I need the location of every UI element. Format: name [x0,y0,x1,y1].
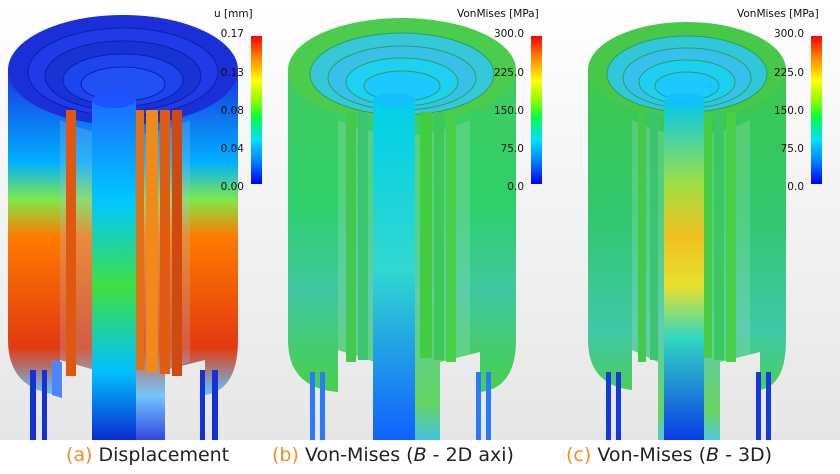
tick-label: 0.0 [787,181,804,193]
tick-label: 0.17 [220,28,244,40]
vonmises-3d-render [560,0,840,440]
tick-label: 300.0 [493,28,524,40]
caption-a: (a) Displacement [66,444,229,466]
tick-label: 150.0 [493,105,524,117]
caption-tag: (b) [272,444,299,466]
colorbar [251,36,262,184]
legend-title: VonMises [MPa] [737,8,819,20]
caption-text-post: - 2D axi) [426,444,514,466]
legend-title: VonMises [MPa] [457,8,539,20]
legend-title: u [mm] [214,8,253,20]
caption-tag: (a) [66,444,93,466]
caption-c: (c) Von-Mises (B - 3D) [566,444,772,466]
caption-text: Displacement [98,444,230,466]
tick-label: 300.0 [773,28,804,40]
caption-text-pre: Von-Mises ( [304,444,414,466]
vonmises-2d-render [280,0,560,440]
caption-text-post: - 3D) [719,444,773,466]
tick-label: 150.0 [773,105,804,117]
caption-variable: B [413,444,427,466]
tick-label: 0.0 [507,181,524,193]
tick-label: 75.0 [500,143,524,155]
panel-vonmises-3d: VonMises [MPa] 300.0 225.0 150.0 75.0 0.… [560,0,840,440]
panel-displacement: u [mm] 0.17 0.13 0.08 0.04 0.00 [0,0,280,440]
displacement-render [0,0,280,440]
tick-label: 225.0 [773,67,804,79]
caption-b: (b) Von-Mises (B - 2D axi) [272,444,514,466]
tick-label: 0.00 [220,181,244,193]
colorbar [811,36,822,184]
tick-label: 0.04 [220,143,244,155]
panel-vonmises-2d-axi: VonMises [MPa] 300.0 225.0 150.0 75.0 0.… [280,0,560,440]
tick-label: 0.13 [220,67,244,79]
colorbar [531,36,542,184]
caption-tag: (c) [566,444,592,466]
caption-text-pre: Von-Mises ( [597,444,706,466]
tick-label: 0.08 [220,105,244,117]
tick-label: 75.0 [780,143,804,155]
caption-variable: B [705,444,720,466]
tick-label: 225.0 [493,67,524,79]
